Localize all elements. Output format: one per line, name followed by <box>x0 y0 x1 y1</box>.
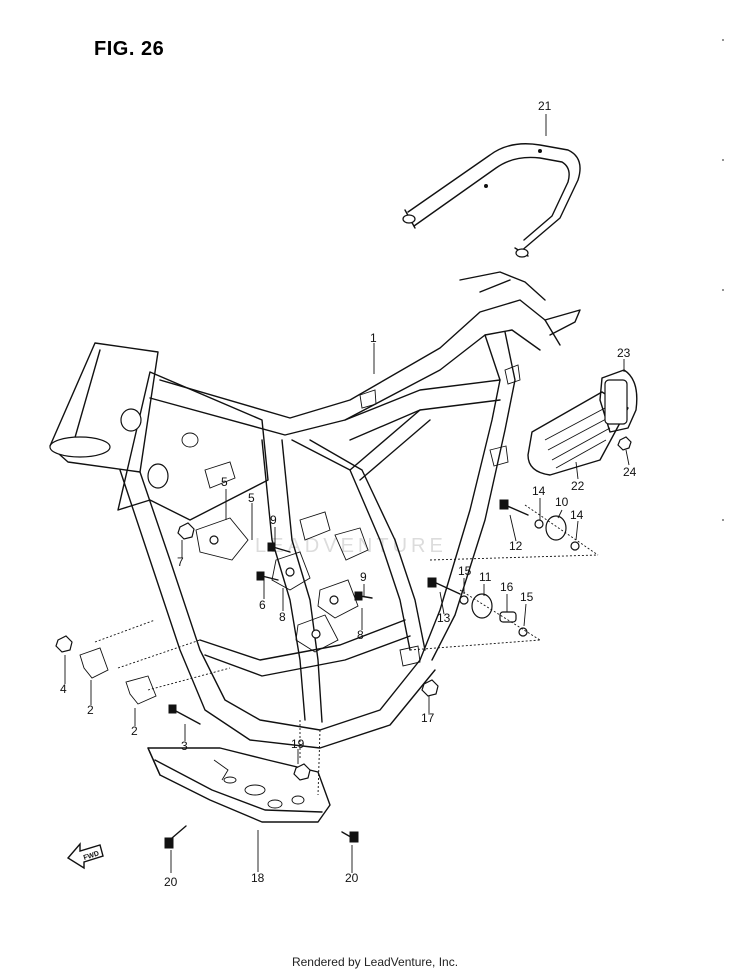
callout-5a: 5 <box>221 475 228 489</box>
callout-2b: 2 <box>131 724 138 738</box>
main-frame-part <box>49 271 581 749</box>
callout-9a: 9 <box>270 513 277 527</box>
watermark-text: LEADVENTURE <box>255 535 447 557</box>
callout-5b: 5 <box>248 491 255 505</box>
skid-plate-part <box>147 747 331 823</box>
hardware-parts <box>55 436 632 849</box>
callout-7: 7 <box>177 555 184 569</box>
callout-15b: 15 <box>520 590 534 604</box>
alignment-lines <box>94 504 599 796</box>
callout-24: 24 <box>623 465 637 479</box>
grab-bar-part <box>402 143 581 258</box>
callout-14b: 14 <box>570 508 584 522</box>
callout-15a: 15 <box>458 564 472 578</box>
callout-9b: 9 <box>360 570 367 584</box>
callout-1: 1 <box>370 331 377 345</box>
callout-20b: 20 <box>345 871 359 885</box>
footer-credit: Rendered by LeadVenture, Inc. <box>291 955 459 969</box>
callout-2a: 2 <box>87 703 94 717</box>
callout-11: 11 <box>479 570 492 584</box>
callout-22: 22 <box>571 479 585 493</box>
callout-23: 23 <box>617 346 631 360</box>
callout-19: 19 <box>291 737 305 751</box>
callout-20a: 20 <box>164 875 178 889</box>
figure-title: FIG. 26 <box>94 38 165 60</box>
callout-17: 17 <box>421 711 435 725</box>
callout-labels: 21 1 23 24 22 14 10 14 12 5 5 9 7 6 8 9 … <box>60 99 637 889</box>
callout-14a: 14 <box>532 484 546 498</box>
callout-16: 16 <box>500 580 514 594</box>
fwd-arrow-label: FWD <box>83 850 100 862</box>
callout-8a: 8 <box>279 610 286 624</box>
side-cover-part <box>527 369 638 476</box>
callout-18: 18 <box>251 871 265 885</box>
margin-marks <box>722 39 724 521</box>
callout-12: 12 <box>509 539 523 553</box>
callout-21: 21 <box>538 99 552 113</box>
callout-3: 3 <box>181 739 188 753</box>
callout-4: 4 <box>60 682 67 696</box>
callout-8b: 8 <box>357 628 364 642</box>
callout-10: 10 <box>555 495 569 509</box>
leader-lines <box>64 114 630 873</box>
callout-13: 13 <box>437 611 451 625</box>
fwd-arrow-icon: FWD <box>66 842 104 870</box>
callout-6: 6 <box>259 598 266 612</box>
